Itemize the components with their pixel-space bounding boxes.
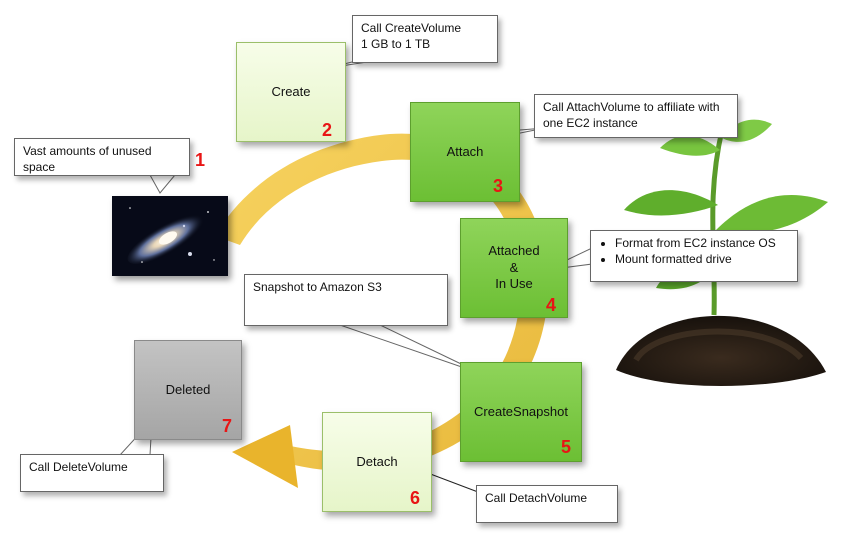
delete-volume-callout: Call DeleteVolume — [20, 454, 164, 492]
step-attach-label: Attach — [446, 143, 484, 159]
unused-space-text: Vast amounts of unused space — [23, 144, 152, 175]
create-volume-line-2: 1 GB to 1 TB — [361, 37, 431, 52]
unused-space-callout: Vast amounts of unused space — [14, 138, 190, 176]
step-create-snapshot-box: CreateSnapshot — [460, 362, 582, 462]
step-create-box: Create — [236, 42, 346, 142]
create-volume-line-1: Call CreateVolume — [361, 21, 462, 35]
step-deleted-box: Deleted — [134, 340, 242, 440]
step-1-number: 1 — [195, 150, 206, 170]
step-create-label: Create — [271, 83, 311, 99]
step-2-number: 2 — [322, 120, 333, 140]
galaxy-image — [112, 196, 228, 276]
step-3-number: 3 — [493, 176, 504, 196]
step-in-use-line-2: & — [509, 259, 519, 275]
step-detach-box: Detach — [322, 412, 432, 512]
step-7-number: 7 — [222, 416, 233, 436]
step-create-snapshot-label: CreateSnapshot — [474, 403, 568, 419]
plant-in-soil-image — [616, 119, 828, 386]
step-attach-box: Attach — [410, 102, 520, 202]
step-in-use-box: Attached & In Use — [460, 218, 568, 318]
in-use-bullet-1: Format from EC2 instance OS — [615, 235, 789, 251]
detach-volume-callout: Call DetachVolume — [476, 485, 618, 523]
delete-volume-text: Call DeleteVolume — [29, 460, 128, 474]
in-use-bullet-2: Mount formatted drive — [615, 251, 789, 267]
step-in-use-line-1: Attached — [488, 242, 540, 258]
snapshot-callout: Snapshot to Amazon S3 — [244, 274, 448, 326]
step-in-use-line-3: In Use — [495, 276, 533, 292]
step-deleted-label: Deleted — [165, 381, 211, 397]
step-6-number: 6 — [410, 488, 421, 508]
snapshot-text: Snapshot to Amazon S3 — [253, 280, 382, 294]
in-use-callout: Format from EC2 instance OS Mount format… — [590, 230, 798, 282]
attach-volume-callout: Call AttachVolume to affiliate with one … — [534, 94, 738, 138]
detach-volume-text: Call DetachVolume — [485, 491, 588, 505]
attach-volume-text: Call AttachVolume to affiliate with one … — [543, 100, 720, 131]
step-5-number: 5 — [561, 437, 572, 457]
step-detach-label: Detach — [356, 453, 398, 469]
create-volume-callout: Call CreateVolume 1 GB to 1 TB — [352, 15, 498, 63]
step-4-number: 4 — [546, 295, 557, 315]
